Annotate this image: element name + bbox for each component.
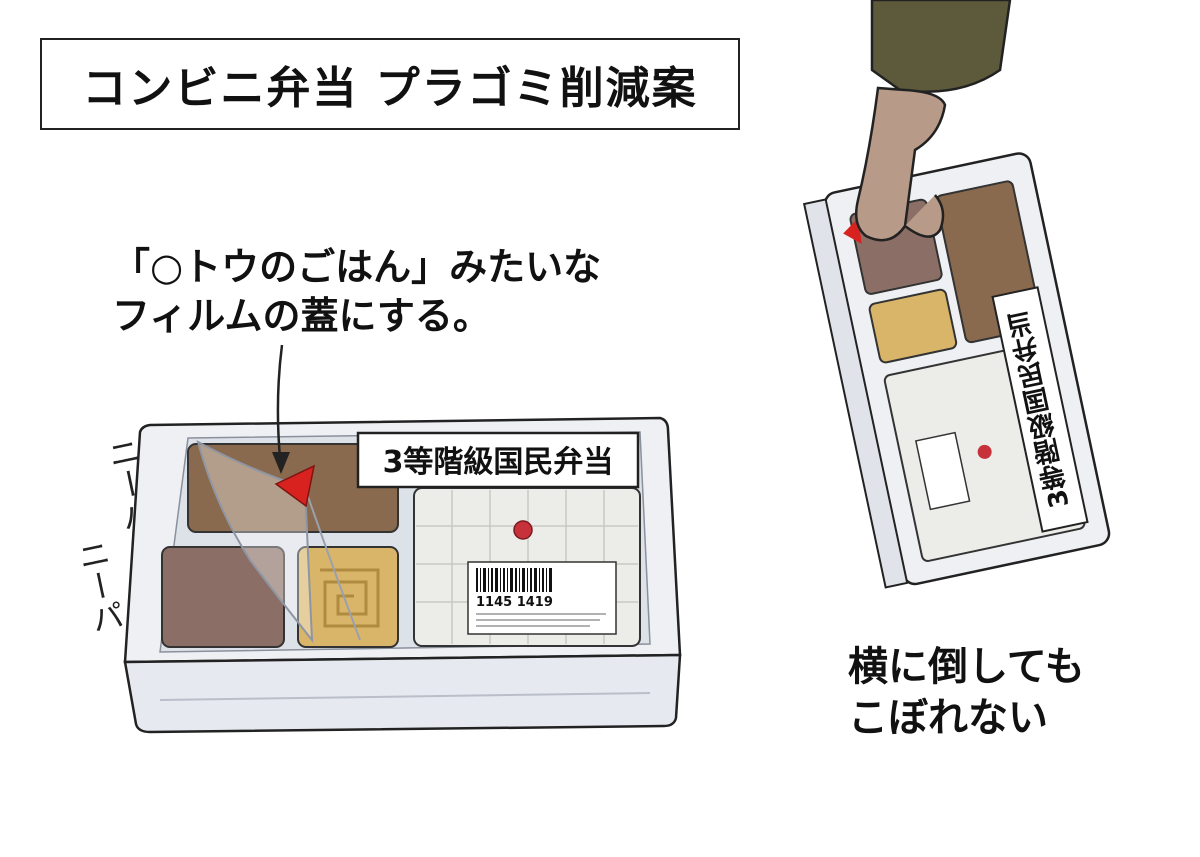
sleeve [870,0,1012,93]
film-lid [196,440,314,644]
stew-compartment [161,546,285,648]
title-box: コンビニ弁当 プラゴミ削減案 [40,38,740,130]
tilt-note-line2: こぼれない [848,695,1048,742]
bento-label-text: 3等階級国民弁当 [383,445,614,480]
tilted-barcode-sticker [914,431,971,511]
film-lid-note-line2: フィルムの蓋にする。 [112,293,491,338]
arrow-down-icon [272,344,290,474]
pickled-plum [513,520,533,540]
tilted-label [991,286,1089,533]
red-tab-icon [274,464,316,508]
tilted-tray-side [802,198,909,589]
curry-swirl [320,568,380,628]
film-lid-note: 「○トウのごはん」みたいな フィルムの蓋にする。 [112,243,601,340]
tilt-note: 横に倒しても こぼれない [848,642,1085,744]
tilted-pickled-plum [977,444,992,459]
bento-label: 3等階級国民弁当 [356,431,640,489]
film-lid-note-line1: 「○トウのごはん」みたいな [112,245,602,289]
tray-front-ridge [159,692,651,701]
tilt-note-line1: 横に倒しても [848,644,1085,690]
hand [855,86,947,242]
thumb [904,194,945,238]
hand-holding [855,0,1012,242]
tilted-bento: 3等階級国民弁当 [802,152,1111,589]
barcode-sticker: 1145 1419 [467,561,617,635]
sticker-fine-print [476,613,606,627]
main-bento: 1145 1419 3等階級国民弁当 [123,416,682,734]
tray-front-wall [123,653,682,734]
barcode-bars [476,568,552,592]
tilted-curry [868,288,958,364]
barcode-number: 1145 1419 [476,595,553,610]
page-title: コンビニ弁当 プラゴミ削減案 [82,63,698,114]
film-lid-edge [304,487,361,641]
